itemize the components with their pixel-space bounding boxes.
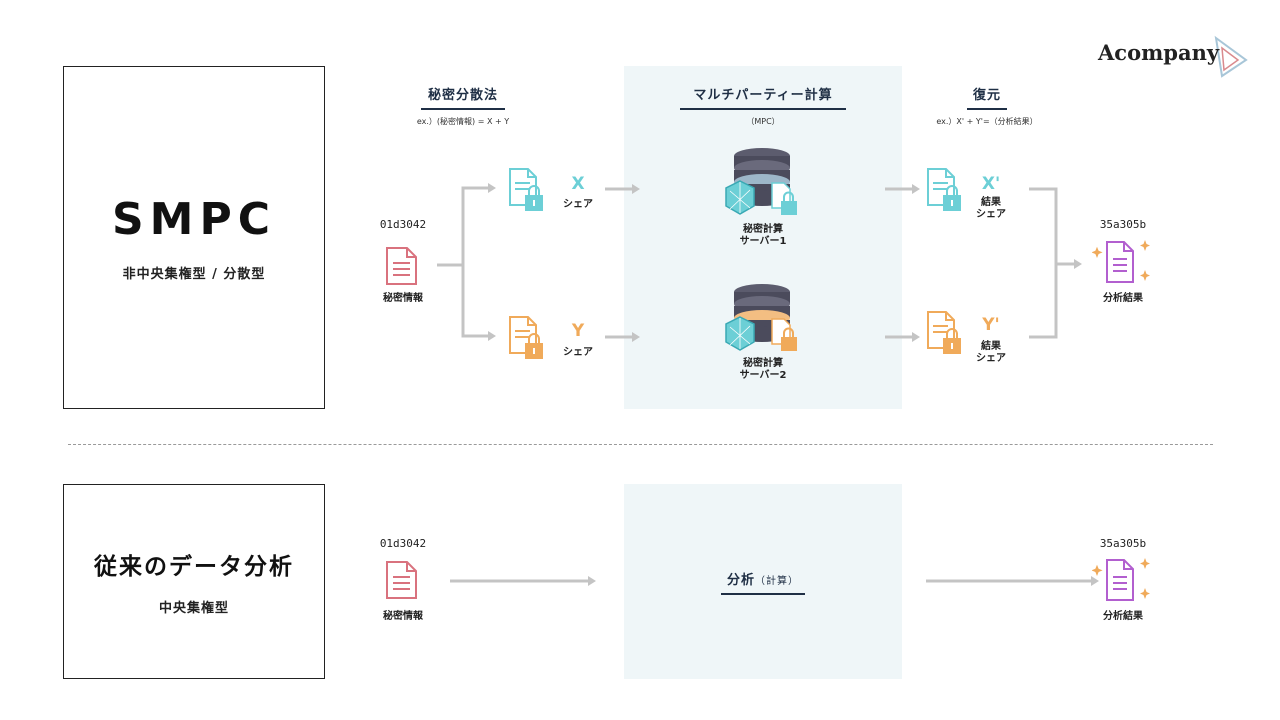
share-y-label: シェア [563, 347, 593, 358]
traditional-secret-document-icon [386, 561, 417, 599]
traditional-input-label: 秘密情報 [383, 611, 423, 622]
logo-mark-icon [1214, 35, 1248, 78]
result-y-letter: Y' [982, 315, 1000, 335]
smpc-input-value: 01d3042 [379, 218, 427, 231]
server-1-label: 秘密計算サーバー1 [739, 224, 787, 247]
share-y-letter: Y [571, 321, 585, 341]
result-x-label: 結果シェア [976, 197, 1006, 220]
server-2-icon [725, 284, 797, 351]
result-y-locked-document-icon [927, 311, 961, 354]
smpc-title: SMPC [111, 193, 276, 245]
smpc-subtitle: 非中央集権型 / 分散型 [122, 266, 266, 282]
secret-sharing-header: 秘密分散法 [403, 84, 523, 110]
analysis-panel [624, 484, 902, 679]
secret-sharing-note: ex.）(秘密情報) = X + Y [416, 117, 510, 126]
restore-header: 復元 [947, 84, 1027, 110]
smpc-title-box: SMPC 非中央集権型 / 分散型 [63, 66, 325, 409]
share-x-letter: X [571, 174, 585, 194]
traditional-title-box: 従来のデータ分析 中央集権型 [63, 484, 325, 679]
smpc-input-label: 秘密情報 [383, 293, 423, 304]
result-document-sparkle-icon [1092, 240, 1150, 283]
mpc-panel [624, 66, 902, 409]
share-x-label: シェア [563, 199, 593, 210]
traditional-output-value: 35a305b [1099, 537, 1147, 550]
smpc-output-value: 35a305b [1099, 218, 1147, 231]
result-x-letter: X' [981, 174, 1001, 194]
traditional-output-label: 分析結果 [1103, 611, 1143, 622]
result-y-label: 結果シェア [976, 341, 1006, 364]
traditional-input-value: 01d3042 [379, 537, 427, 550]
share-x-locked-document-icon [509, 168, 543, 211]
result-x-locked-document-icon [927, 168, 961, 211]
traditional-result-document-sparkle-icon [1092, 558, 1150, 601]
secret-document-icon [386, 247, 417, 285]
traditional-subtitle: 中央集権型 [158, 601, 229, 616]
share-y-locked-document-icon [509, 316, 543, 359]
mpc-note: （MPC） [746, 117, 780, 126]
restore-note: ex.）X' + Y'=（分析結果） [936, 117, 1038, 126]
analysis-label: 分析（計算） [693, 569, 833, 595]
server-2-label: 秘密計算サーバー2 [739, 358, 787, 381]
section-divider [68, 444, 1213, 445]
traditional-title: 従来のデータ分析 [94, 554, 294, 580]
mpc-header: マルチパーティー計算 [663, 84, 863, 110]
company-logo: Acompany [1098, 34, 1248, 78]
logo-text: Acompany [1098, 40, 1220, 65]
smpc-output-label: 分析結果 [1103, 293, 1143, 304]
server-1-icon [725, 148, 797, 215]
